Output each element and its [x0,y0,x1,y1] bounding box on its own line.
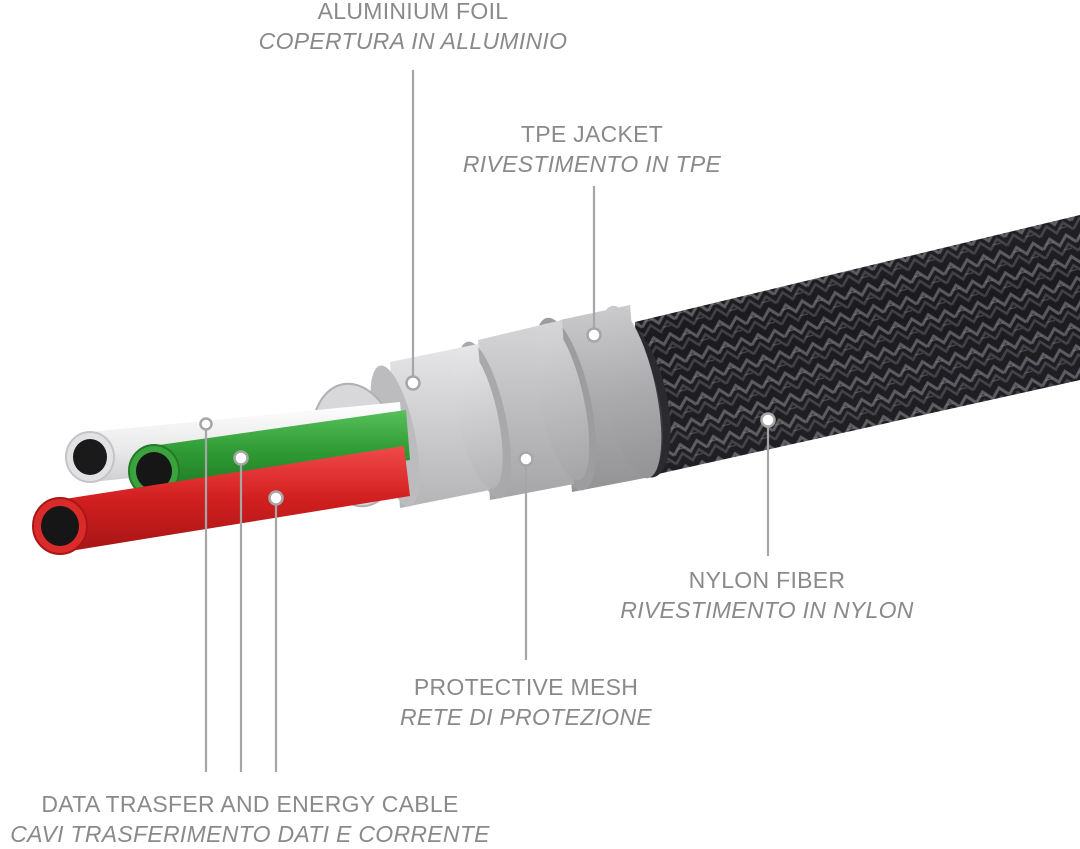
label-protective-mesh-it: RETE DI PROTEZIONE [399,704,653,730]
label-aluminium-foil: ALUMINIUM FOIL COPERTURA IN ALLUMINIO [213,0,613,56]
dot-white-wire [199,417,213,431]
label-nylon-fiber-it: RIVESTIMENTO IN NYLON [620,597,914,623]
dot-red-wire [268,490,284,506]
label-data-cable: DATA TRASFER AND ENERGY CABLE CAVI TRASF… [0,789,500,849]
label-protective-mesh-en: PROTECTIVE MESH [413,674,639,700]
label-tpe-jacket-en: TPE JACKET [520,121,664,147]
leader-lines [204,70,770,772]
label-aluminium-foil-en: ALUMINIUM FOIL [317,0,509,24]
red-wire [32,446,410,555]
label-nylon-fiber-en: NYLON FIBER [688,567,846,593]
label-tpe-jacket-it: RIVESTIMENTO IN TPE [462,151,722,177]
label-tpe-jacket: TPE JACKET RIVESTIMENTO IN TPE [392,119,792,179]
label-data-cable-it: CAVI TRASFERIMENTO DATI E CORRENTE [10,821,490,847]
dot-aluminium-foil [405,375,421,391]
label-protective-mesh: PROTECTIVE MESH RETE DI PROTEZIONE [326,672,726,732]
label-nylon-fiber: NYLON FIBER RIVESTIMENTO IN NYLON [567,565,967,625]
dot-green-wire [233,450,249,466]
leader-dots [199,327,776,506]
nylon-sleeve [603,215,1080,478]
dot-nylon-fiber [760,412,776,428]
label-aluminium-foil-it: COPERTURA IN ALLUMINIO [258,28,568,54]
dot-protective-mesh [518,451,534,467]
dot-tpe-jacket [586,327,602,343]
label-data-cable-en: DATA TRASFER AND ENERGY CABLE [41,791,459,817]
